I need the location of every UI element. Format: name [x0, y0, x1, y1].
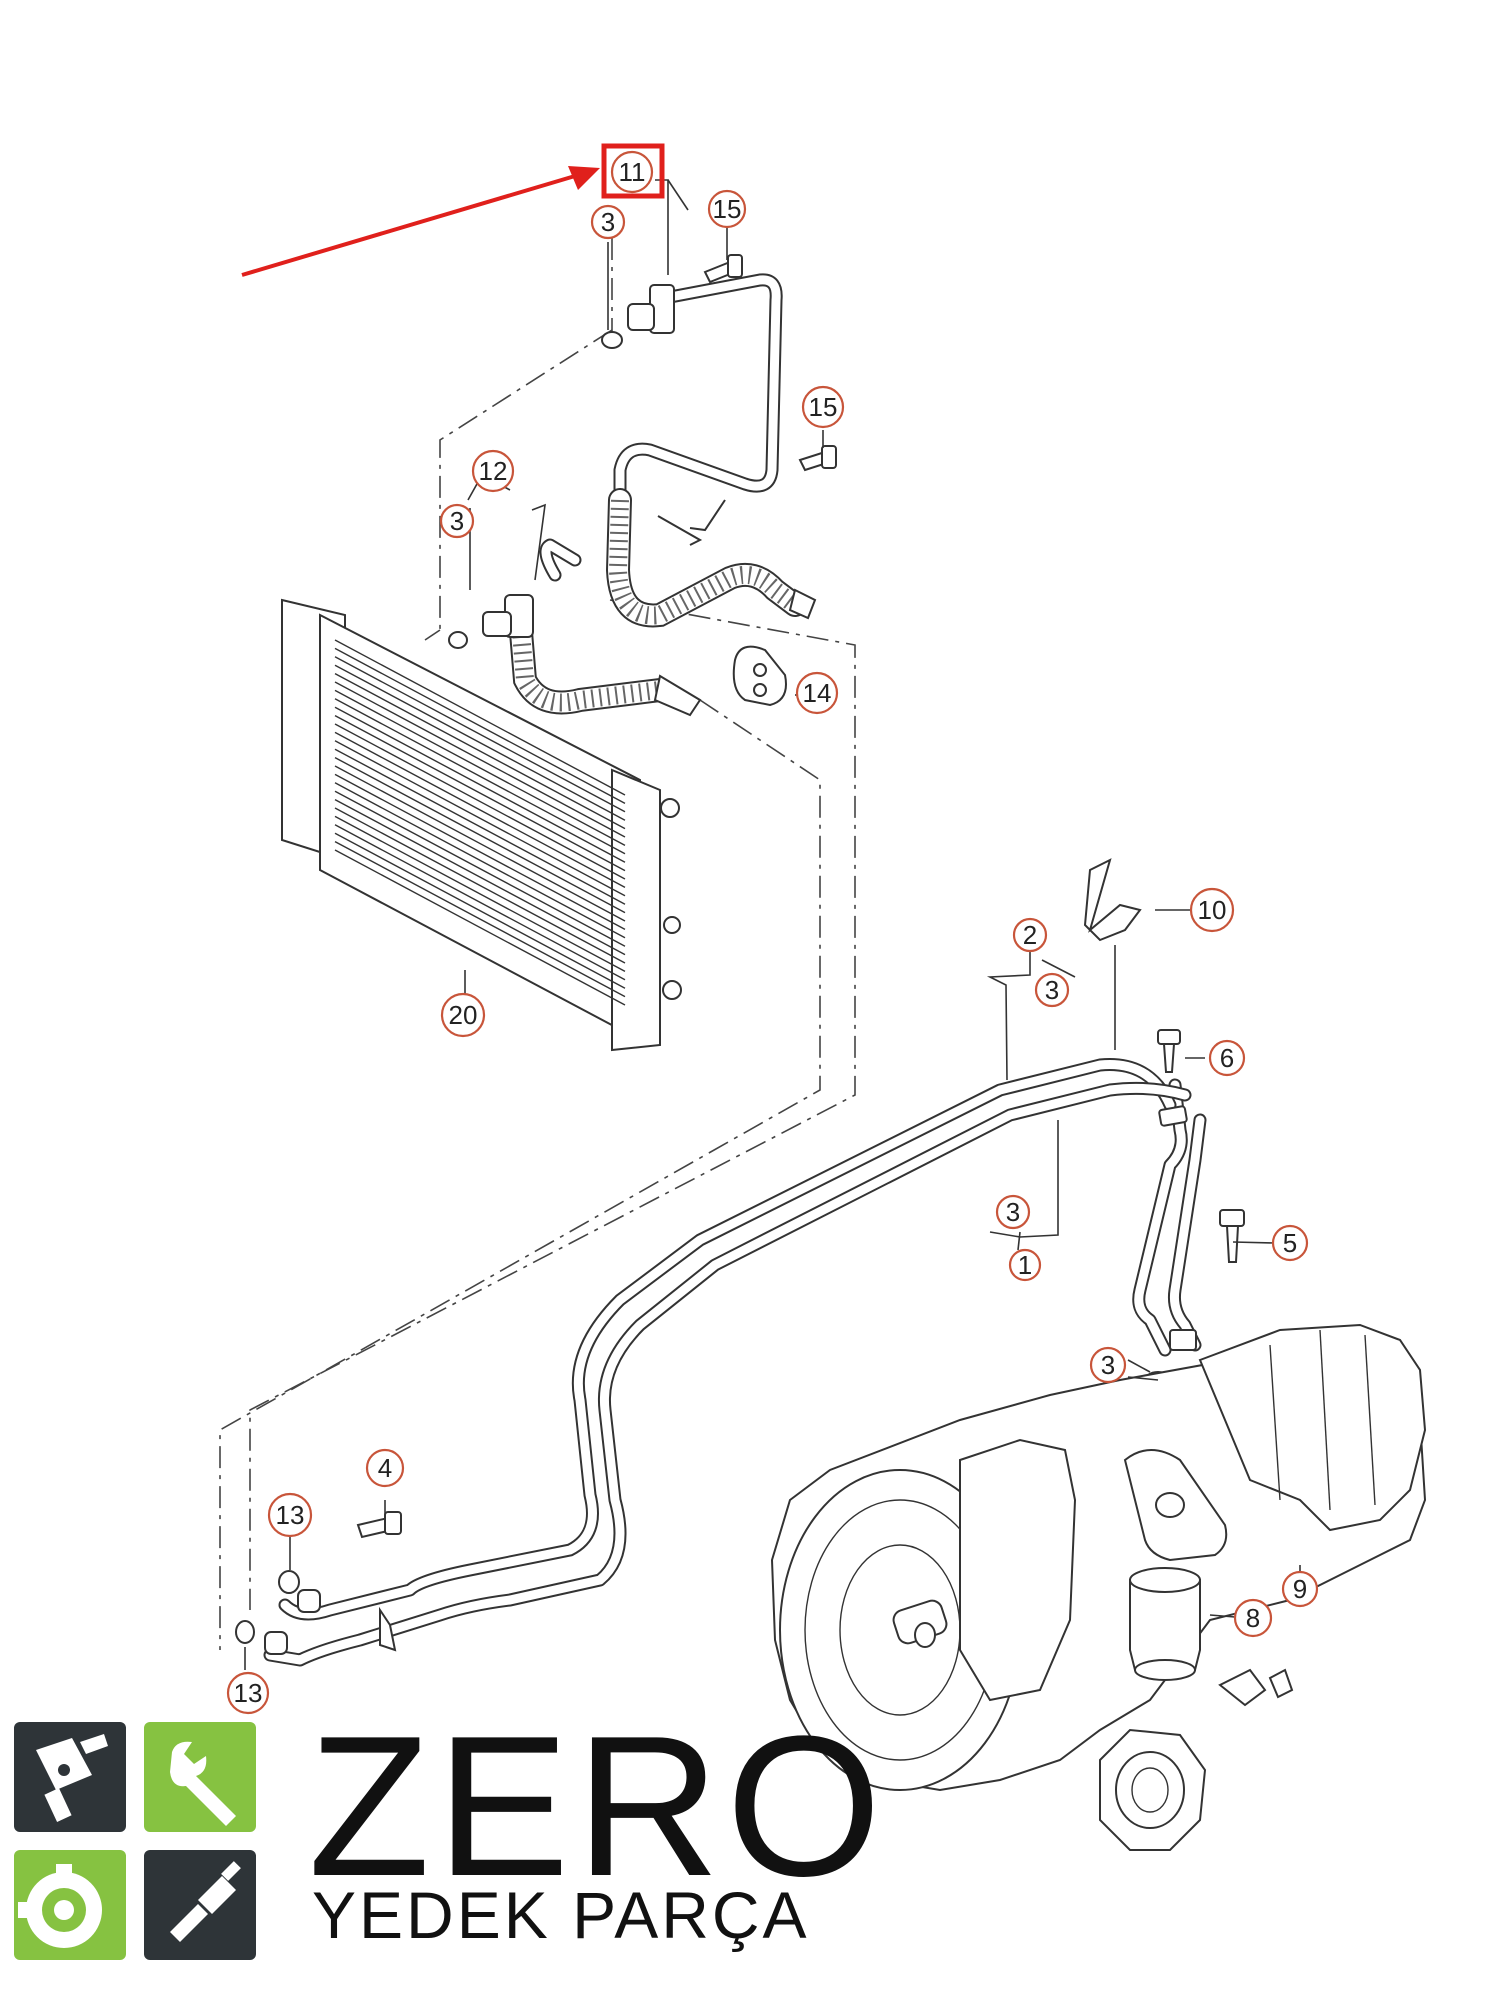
radiator-part-20 — [281, 598, 682, 1052]
tile-wrench — [144, 1722, 256, 1832]
callout-2: 2 — [1012, 917, 1048, 953]
svg-text:9: 9 — [1293, 1574, 1307, 1604]
brand-logo-text: ZERO YEDEK PARÇA — [308, 1695, 888, 1952]
highlight-arrowhead — [568, 166, 600, 190]
callout-9: 9 — [1281, 1570, 1319, 1608]
highlight-arrow — [241, 174, 576, 277]
svg-text:1: 1 — [1018, 1250, 1032, 1280]
tile-piston — [14, 1722, 126, 1832]
clip-part-10 — [1083, 858, 1142, 942]
connector-part-12 — [448, 594, 534, 649]
svg-text:3: 3 — [1006, 1197, 1020, 1227]
svg-text:3: 3 — [1101, 1350, 1115, 1380]
svg-text:11: 11 — [619, 157, 646, 187]
callout-15: 15 — [801, 385, 845, 429]
bracket-part-14 — [732, 645, 787, 707]
svg-text:3: 3 — [450, 506, 464, 536]
callout-11: 11 — [610, 150, 654, 194]
svg-text:5: 5 — [1283, 1228, 1297, 1258]
svg-text:2: 2 — [1023, 920, 1037, 950]
svg-text:10: 10 — [1198, 895, 1227, 925]
brand-subtitle: YEDEK PARÇA — [312, 1878, 810, 1952]
callout-4: 4 — [365, 1448, 405, 1488]
assembly-guide-lines — [219, 225, 856, 1650]
connector-part-11 — [601, 284, 675, 349]
callout-8: 8 — [1233, 1598, 1273, 1638]
callout-14: 14 — [795, 671, 839, 715]
brand-title: ZERO — [308, 1695, 888, 1918]
svg-text:13: 13 — [276, 1500, 305, 1530]
spark-plug-icon — [170, 1861, 241, 1942]
transmission-assembly — [770, 1323, 1427, 1851]
highlight-box — [601, 143, 665, 199]
tile-gear — [14, 1850, 126, 1960]
callout-1: 1 — [1008, 1248, 1042, 1282]
svg-text:15: 15 — [809, 392, 838, 422]
callout-3: 3 — [995, 1194, 1031, 1230]
bolt-part-15 — [703, 254, 837, 472]
callout-leaders — [244, 179, 1301, 1670]
callout-10: 10 — [1189, 887, 1235, 933]
piston-icon — [36, 1734, 108, 1822]
svg-text:15: 15 — [713, 194, 742, 224]
svg-text:20: 20 — [449, 1000, 478, 1030]
brand-icon-grid — [14, 1722, 256, 1960]
svg-text:12: 12 — [479, 456, 508, 486]
tile-spark-plug — [144, 1850, 256, 1960]
callout-13: 13 — [267, 1492, 313, 1538]
svg-text:6: 6 — [1220, 1043, 1234, 1073]
callout-13: 13 — [226, 1671, 270, 1715]
callout-6: 6 — [1208, 1039, 1246, 1077]
svg-text:14: 14 — [803, 678, 832, 708]
callout-5: 5 — [1271, 1224, 1309, 1262]
callout-15: 15 — [707, 189, 747, 229]
callout-3: 3 — [439, 503, 475, 539]
svg-text:8: 8 — [1246, 1603, 1260, 1633]
callout-labels: 11 3 15 15 12 3 14 20 10 2 3 — [226, 150, 1319, 1715]
svg-text:3: 3 — [1045, 975, 1059, 1005]
upper-cooler-lines — [508, 273, 817, 717]
highlight-marker — [241, 143, 665, 277]
callout-3: 3 — [1034, 972, 1070, 1008]
callout-12: 12 — [471, 449, 515, 493]
svg-text:4: 4 — [378, 1453, 392, 1483]
callout-20: 20 — [440, 992, 486, 1038]
callout-3: 3 — [1089, 1346, 1127, 1384]
gear-icon — [18, 1864, 102, 1948]
cooler-line-parts-1-2 — [263, 1058, 1207, 1667]
wrench-icon — [170, 1741, 236, 1826]
svg-text:3: 3 — [601, 207, 615, 237]
svg-text:13: 13 — [234, 1678, 263, 1708]
callout-3: 3 — [590, 204, 626, 240]
